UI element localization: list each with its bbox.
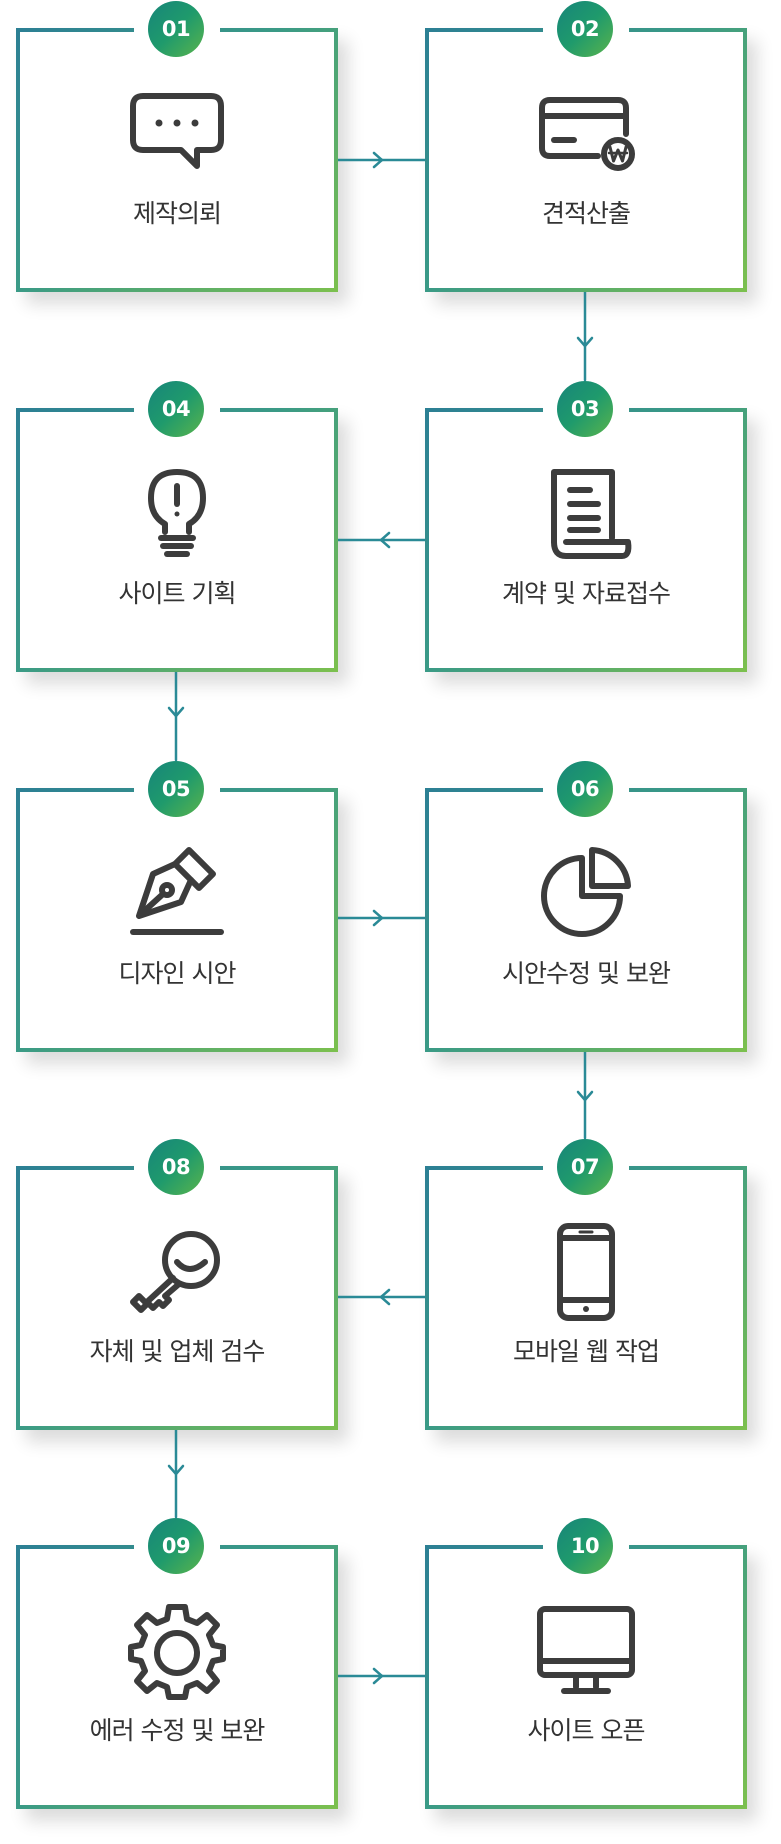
credit-card-won-icon [536,84,636,184]
step-label: 에러 수정 및 보완 [89,1716,266,1745]
pie-chart-icon [536,844,636,944]
step-number-badge: 06 [557,761,613,817]
monitor-icon [536,1601,636,1701]
step-01: 01 제작의뢰 [16,0,338,292]
pen-nib-icon [127,844,227,944]
arrow-03-to-04 [338,528,425,552]
step-label: 디자인 시안 [118,959,237,988]
step-number-badge: 08 [148,1139,204,1195]
step-number-badge: 09 [148,1518,204,1574]
arrow-06-to-07 [573,1052,597,1166]
step-number-badge: 03 [557,381,613,437]
lightbulb-icon [127,464,227,564]
step-label: 시안수정 및 보완 [502,959,671,988]
step-04: 04 사이트 기획 [16,380,338,672]
arrow-04-to-05 [164,672,188,788]
step-number-badge: 07 [557,1139,613,1195]
step-label: 제작의뢰 [132,199,222,228]
arrow-07-to-08 [338,1285,425,1309]
step-label: 자체 및 업체 검수 [89,1337,266,1366]
step-label: 사이트 오픈 [527,1716,646,1745]
smartphone-icon [536,1222,636,1322]
step-number-badge: 01 [148,1,204,57]
step-08: 08 자체 및 업체 검수 [16,1138,338,1430]
step-10: 10 사이트 오픈 [425,1517,747,1809]
arrow-08-to-09 [164,1430,188,1545]
step-number-badge: 02 [557,1,613,57]
arrow-01-to-02 [338,148,425,172]
magnifier-key-icon [127,1222,227,1322]
document-scroll-icon [536,464,636,564]
step-label: 모바일 웹 작업 [513,1337,660,1366]
speech-bubble-icon [127,84,227,184]
step-03: 03 계약 및 자료접수 [425,380,747,672]
step-label: 사이트 기획 [118,579,237,608]
step-09: 09 에러 수정 및 보완 [16,1517,338,1809]
step-07: 07 모바일 웹 작업 [425,1138,747,1430]
gear-icon [127,1601,227,1701]
arrow-05-to-06 [338,906,425,930]
arrow-02-to-03 [573,292,597,408]
step-number-badge: 05 [148,761,204,817]
step-number-badge: 10 [557,1518,613,1574]
step-number-badge: 04 [148,381,204,437]
step-label: 견적산출 [541,199,631,228]
arrow-09-to-10 [338,1664,425,1688]
step-label: 계약 및 자료접수 [502,579,671,608]
step-06: 06 시안수정 및 보완 [425,760,747,1052]
step-02: 02 견적산출 [425,0,747,292]
step-05: 05 디자인 시안 [16,760,338,1052]
